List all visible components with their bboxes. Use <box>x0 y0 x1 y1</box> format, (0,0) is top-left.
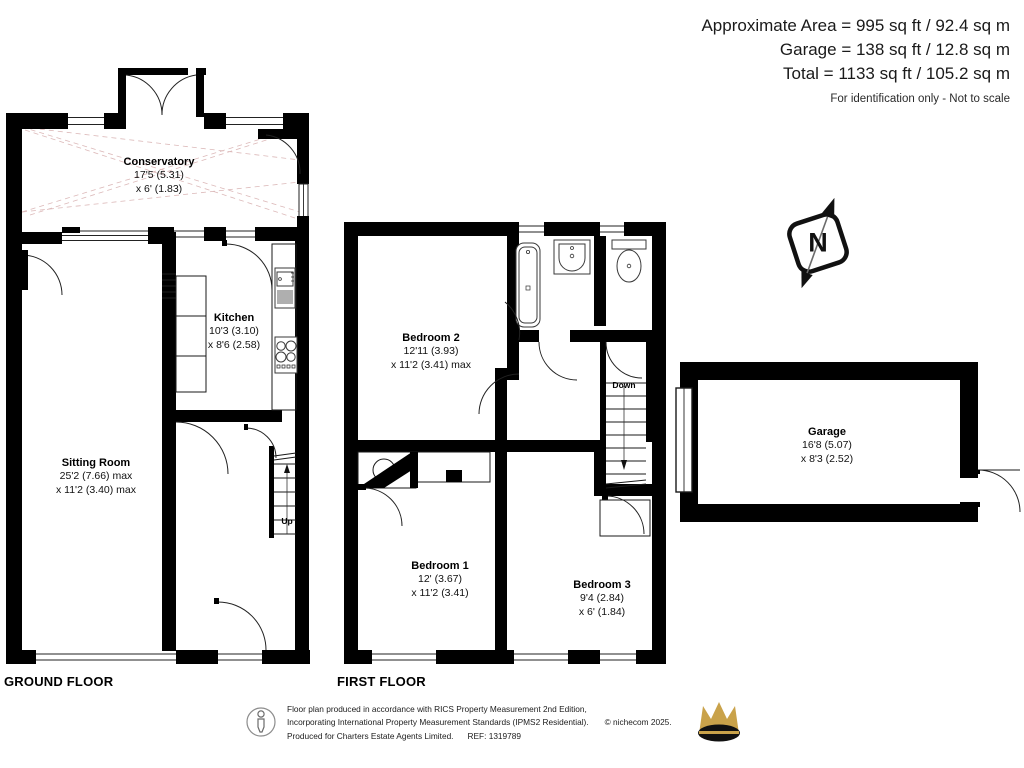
conservatory-bottom-wall <box>62 227 309 241</box>
wash-basin-icon <box>553 239 591 275</box>
bedroom-3-dim-1: 9'4 (2.84) <box>579 592 625 605</box>
stairs-up-label: Up <box>281 516 293 526</box>
garage-dim-1: 16'8 (5.07) <box>802 439 852 452</box>
disclaimer-text: For identification only - Not to scale <box>830 93 1010 106</box>
room-label-sitting-room: Sitting Room 25'2 (7.66) max x 11'2 (3.4… <box>56 456 136 498</box>
sitting-room-door <box>214 598 267 651</box>
first-floor-bathroom-doors <box>538 341 643 381</box>
first-floor-caption: FIRST FLOOR <box>337 674 426 689</box>
landing-cupboard-lower <box>599 499 651 537</box>
sitting-room-name: Sitting Room <box>61 457 131 469</box>
sitting-room-dim-1: 25'2 (7.66) max <box>59 470 133 483</box>
ground-house-walls <box>6 232 310 664</box>
bedroom3-door <box>602 492 645 535</box>
room-label-bedroom-1: Bedroom 1 12' (3.67) x 11'2 (3.41) <box>411 559 468 601</box>
kitchen-name: Kitchen <box>213 312 255 324</box>
sitting-room-dim-2: x 11'2 (3.40) max <box>55 483 137 496</box>
kitchen-dim-1: 10'3 (3.10) <box>209 325 259 338</box>
area-summary: Approximate Area = 995 sq ft / 92.4 sq m… <box>701 14 1010 108</box>
garage-name: Garage <box>808 426 846 438</box>
room-label-kitchen: Kitchen 10'3 (3.10) x 8'6 (2.58) <box>208 311 260 353</box>
conservatory-dim-2: x 6' (1.83) <box>135 182 183 195</box>
footer-line-2-wrap: Incorporating International Property Mea… <box>287 716 672 729</box>
bedroom-2-name: Bedroom 2 <box>402 332 460 344</box>
kitchen-hatch <box>162 273 176 299</box>
garage-area-text: Garage = 138 sq ft / 12.8 sq m <box>779 40 1010 60</box>
room-label-conservatory: Conservatory 17'5 (5.31) x 6' (1.83) <box>124 155 195 197</box>
bedroom-2-dim-1: 12'11 (3.93) <box>403 345 459 358</box>
ground-hall-front-door <box>244 424 277 459</box>
footer-line-3-wrap: Produced for Charters Estate Agents Limi… <box>287 730 672 743</box>
stairs-down-label: Down <box>612 380 636 390</box>
kitchen-hob-icon <box>274 336 298 374</box>
bathtub-icon <box>515 242 541 328</box>
footer-reference: REF: 1319789 <box>467 730 522 741</box>
room-label-bedroom-3: Bedroom 3 9'4 (2.84) x 6' (1.84) <box>573 578 630 620</box>
conservatory-dim-1: 17'5 (5.31) <box>134 169 184 182</box>
conservatory-name: Conservatory <box>123 156 195 168</box>
kitchen-sink-icon <box>274 267 296 309</box>
crown-logo <box>698 702 740 742</box>
airing-cupboard <box>357 451 491 489</box>
bedroom2-door <box>478 301 521 415</box>
garage-dim-2: x 8'3 (2.52) <box>800 452 854 465</box>
bedroom-3-dim-2: x 6' (1.84) <box>578 605 626 618</box>
room-label-bedroom-2: Bedroom 2 12'11 (3.93) x 11'2 (3.41) max <box>391 331 471 373</box>
approximate-area-text: Approximate Area = 995 sq ft / 92.4 sq m <box>701 16 1010 35</box>
compass-north-letter: N <box>808 227 828 258</box>
footer-line-3: Produced for Charters Estate Agents Limi… <box>287 730 454 741</box>
bedroom-3-name: Bedroom 3 <box>573 579 631 591</box>
kitchen-hall-partition <box>162 240 282 475</box>
first-floor-staircase <box>605 382 647 489</box>
bedroom-1-dim-1: 12' (3.67) <box>417 573 463 586</box>
bedroom1-door <box>356 484 403 527</box>
ground-floor-caption: GROUND FLOOR <box>4 674 114 689</box>
toilet-icon <box>611 239 647 283</box>
conservatory-rear-door <box>21 250 63 296</box>
footer-block: Floor plan produced in accordance with R… <box>248 703 672 743</box>
bedroom-1-name: Bedroom 1 <box>411 560 469 572</box>
conservatory-side-door <box>265 134 301 175</box>
footer-copyright: © nichecom 2025. <box>604 717 672 728</box>
room-label-garage: Garage 16'8 (5.07) x 8'3 (2.52) <box>801 425 853 467</box>
bedroom-2-dim-2: x 11'2 (3.41) max <box>390 358 472 371</box>
conservatory-double-door <box>125 74 197 116</box>
footer-line-2: Incorporating International Property Mea… <box>287 717 589 728</box>
kitchen-dim-2: x 8'6 (2.58) <box>207 338 261 351</box>
total-area-text: Total = 1133 sq ft / 105.2 sq m <box>783 64 1010 84</box>
bedroom-1-dim-2: x 11'2 (3.41) <box>411 586 469 599</box>
footer-line-1: Floor plan produced in accordance with R… <box>287 704 587 714</box>
